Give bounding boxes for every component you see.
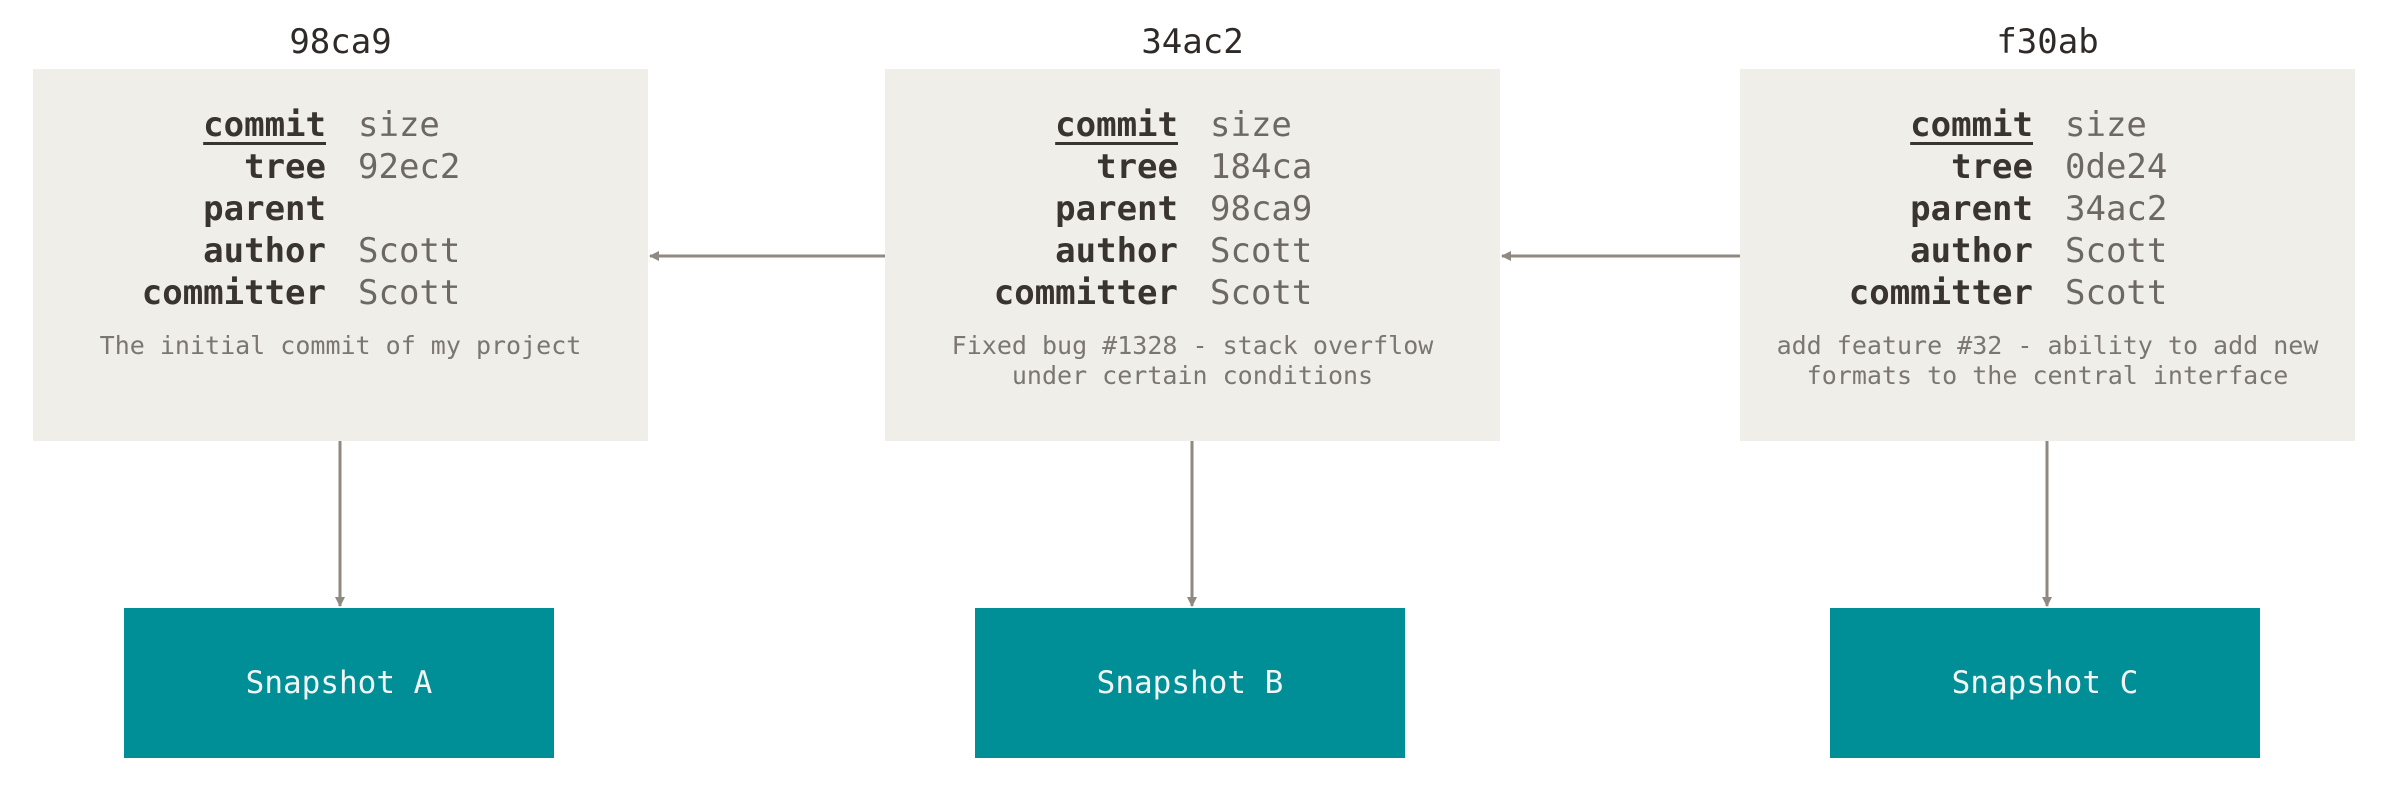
field-row: author Scott	[33, 230, 648, 272]
field-label: author	[1055, 231, 1178, 271]
commit-hash: f30ab	[1996, 22, 2099, 62]
field-label: parent	[203, 189, 326, 229]
field-value: Scott	[358, 231, 461, 271]
field-row: committer Scott	[1740, 272, 2355, 314]
field-label: commit	[1055, 105, 1178, 145]
field-value: Scott	[1210, 231, 1313, 271]
field-label: tree	[244, 147, 326, 187]
field-row: commit size	[885, 104, 1500, 146]
field-row: tree 0de24	[1740, 146, 2355, 188]
field-label: commit	[1910, 105, 2033, 145]
commit-hash: 98ca9	[289, 22, 392, 62]
field-row: parent 34ac2	[1740, 188, 2355, 230]
commit-message: add feature #32 - ability to add new for…	[1776, 331, 2319, 390]
field-value: size	[2065, 105, 2147, 145]
field-label: tree	[1951, 147, 2033, 187]
field-label: parent	[1055, 189, 1178, 229]
field-row: tree 184ca	[885, 146, 1500, 188]
field-row: author Scott	[1740, 230, 2355, 272]
field-row: author Scott	[885, 230, 1500, 272]
field-value: 184ca	[1210, 147, 1313, 187]
field-value: size	[1210, 105, 1292, 145]
field-row: commit size	[33, 104, 648, 146]
field-row: committer Scott	[885, 272, 1500, 314]
field-value: Scott	[358, 273, 461, 313]
field-label: parent	[1910, 189, 2033, 229]
commit-message: Fixed bug #1328 - stack overflow under c…	[951, 331, 1434, 390]
field-value: Scott	[2065, 231, 2168, 271]
field-label: committer	[141, 273, 326, 313]
field-label: commit	[203, 105, 326, 145]
field-row: commit size	[1740, 104, 2355, 146]
field-row: committer Scott	[33, 272, 648, 314]
field-label: committer	[993, 273, 1178, 313]
field-row: parent 98ca9	[885, 188, 1500, 230]
snapshot-box: Snapshot B	[975, 608, 1405, 758]
snapshot-label: Snapshot C	[1951, 665, 2139, 701]
commit-message: The initial commit of my project	[99, 331, 582, 360]
field-row: tree 92ec2	[33, 146, 648, 188]
field-value: 98ca9	[1210, 189, 1313, 229]
field-value: size	[358, 105, 440, 145]
field-label: author	[1910, 231, 2033, 271]
field-label: tree	[1096, 147, 1178, 187]
commit-hash: 34ac2	[1141, 22, 1244, 62]
field-label: committer	[1848, 273, 2033, 313]
field-value: 92ec2	[358, 147, 461, 187]
field-value: 0de24	[2065, 147, 2168, 187]
snapshot-label: Snapshot B	[1096, 665, 1284, 701]
field-row: parent	[33, 188, 648, 230]
snapshot-box: Snapshot A	[124, 608, 554, 758]
field-label: author	[203, 231, 326, 271]
field-value: 34ac2	[2065, 189, 2168, 229]
field-value: Scott	[1210, 273, 1313, 313]
field-value: Scott	[2065, 273, 2168, 313]
snapshot-box: Snapshot C	[1830, 608, 2260, 758]
snapshot-label: Snapshot A	[245, 665, 433, 701]
